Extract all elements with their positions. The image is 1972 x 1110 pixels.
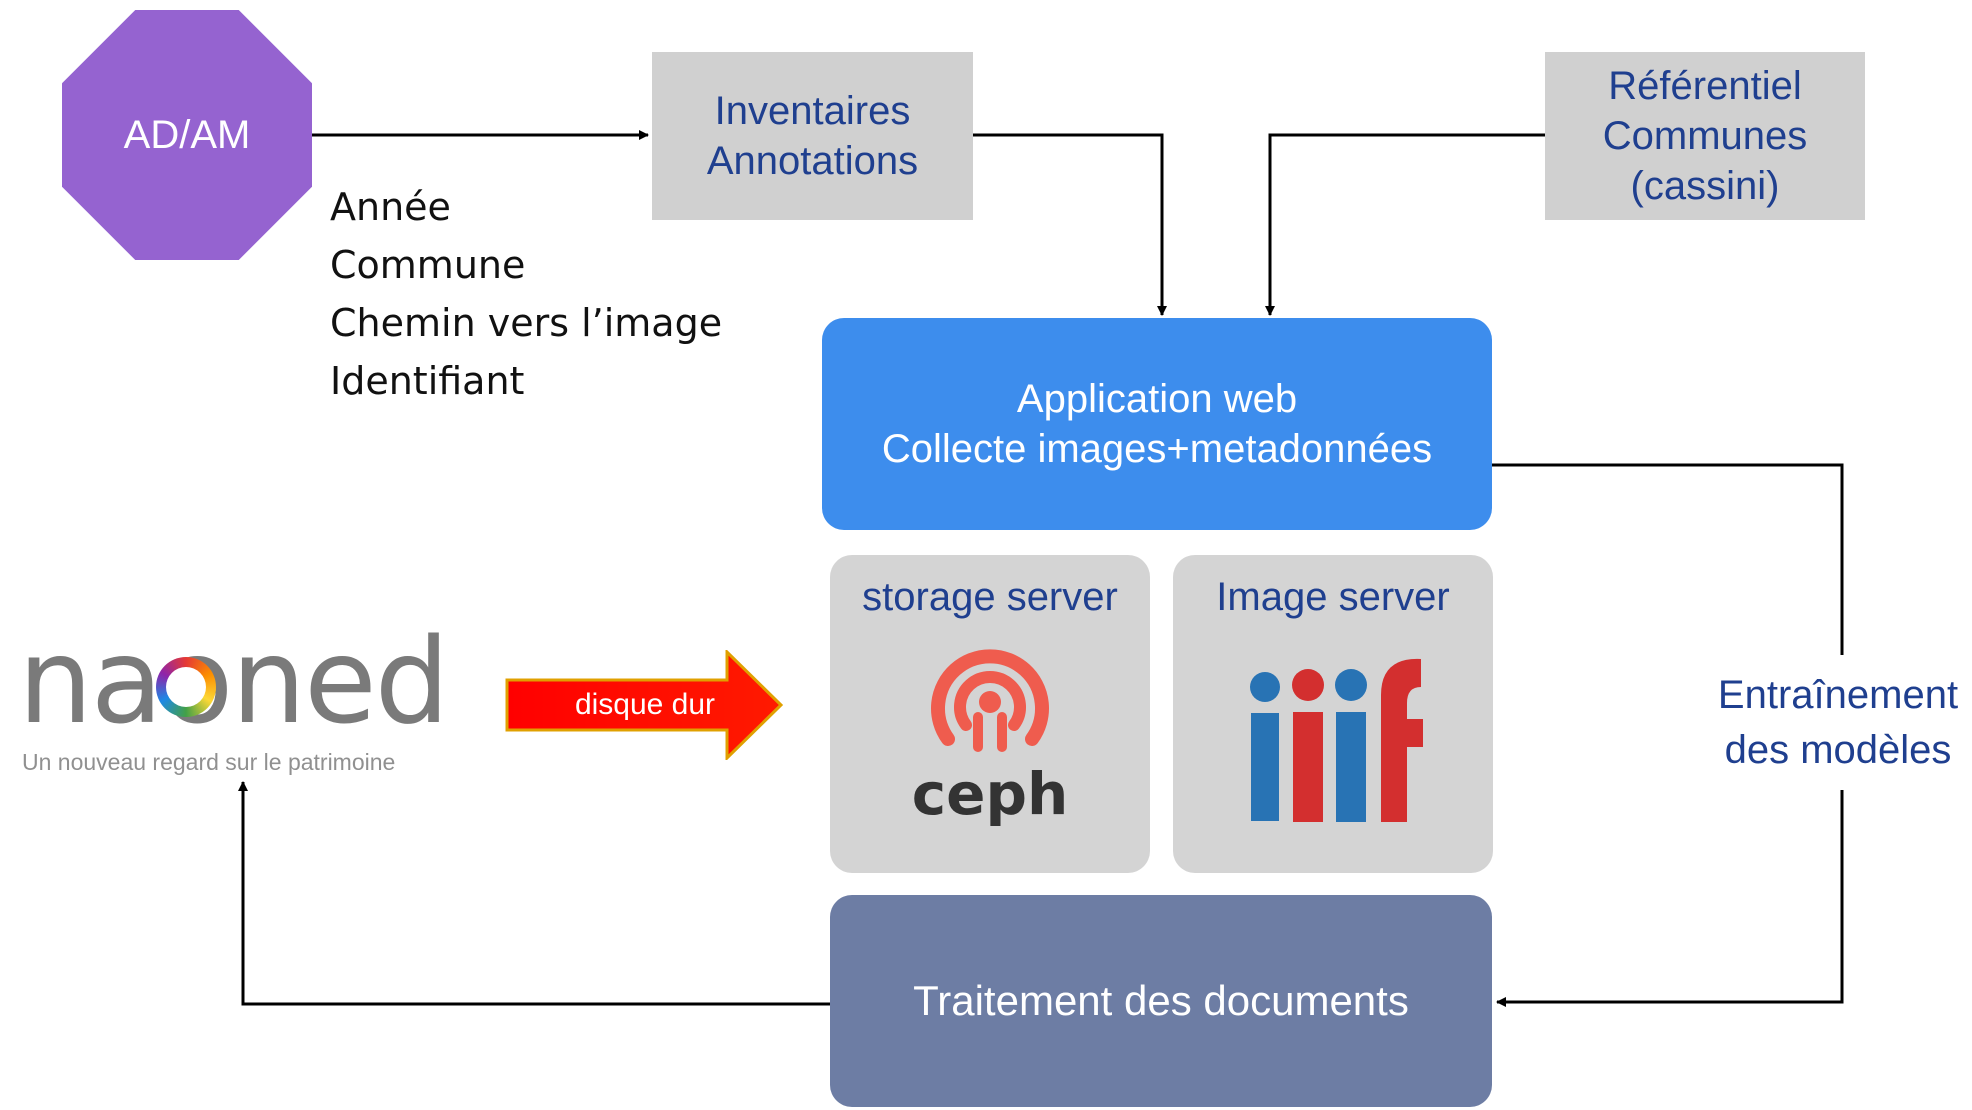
referential-box: Référentiel Communes (cassini) [1545,52,1865,220]
naoned-wordmark: naoned [18,612,450,750]
ceph-logo-text: ceph [911,760,1069,828]
processing-box: Traitement des documents [830,895,1492,1107]
attribute-item: Année [330,185,451,229]
source-label: AD/AM [123,112,251,157]
web-app-title: Application web [1016,377,1298,421]
transfer-arrow-label: disque dur [574,688,716,721]
training-line: Entraînement [1717,673,1959,717]
connector-referentiel-to-app [1265,133,1545,316]
attribute-item: Chemin vers l’image [330,301,723,345]
processing-label: Traitement des documents [913,977,1409,1024]
storage-server-box: storage server ceph [830,555,1150,873]
inventory-line: Annotations [706,139,919,183]
naoned-ring-hole [166,667,206,707]
transfer-arrow-icon [505,650,784,760]
referential-line: Communes [1602,114,1808,158]
inventory-box: Inventaires Annotations [652,52,973,220]
connector-app-to-training [1492,463,1844,655]
training-label: Entraînement des modèles [1688,668,1972,778]
training-line: des modèles [1724,728,1952,772]
referential-line: Référentiel [1608,64,1802,108]
connector-training-to-processing [1496,790,1844,1007]
image-server-box: Image server [1173,555,1493,873]
ceph-logo-icon [931,649,1049,752]
naoned-tagline: Un nouveau regard sur le patrimoine [22,749,396,775]
attribute-item: Identifiant [330,359,525,403]
referential-line: (cassini) [1630,164,1780,208]
source-octagon: AD/AM [62,10,312,260]
image-server-title: Image server [1216,575,1450,619]
web-app-subtitle: Collecte images+metadonnées [881,427,1433,471]
inventory-line: Inventaires [714,89,911,133]
iiif-logo-icon [1250,658,1423,822]
web-app-box: Application web Collecte images+metadonn… [822,318,1492,530]
connector-processing-to-naoned [238,781,830,1006]
connector-inventaires-to-app [973,133,1167,316]
storage-server-title: storage server [862,575,1118,619]
attribute-list: Année Commune Chemin vers l’image Identi… [330,178,722,410]
attribute-item: Commune [330,243,526,287]
